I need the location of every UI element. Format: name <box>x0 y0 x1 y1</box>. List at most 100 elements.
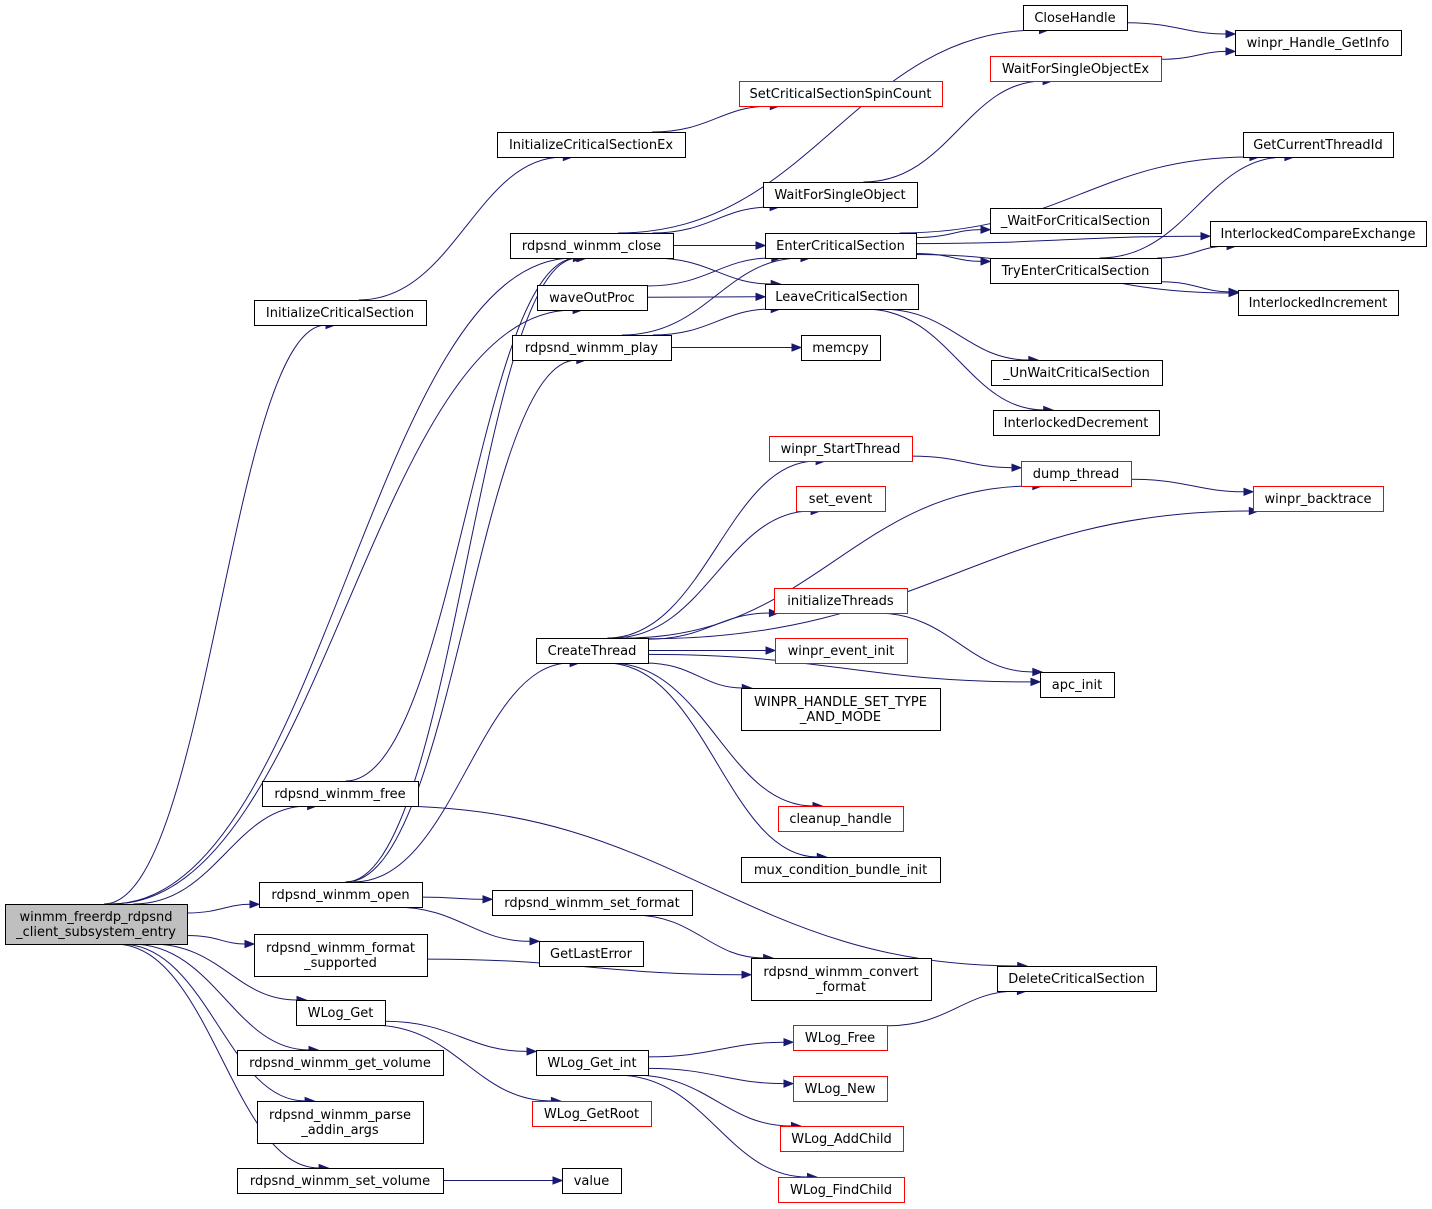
node-label: cleanup_handle <box>789 812 891 827</box>
node-label: dump_thread <box>1033 467 1120 482</box>
edge-winmmClose-to-leaveCS <box>652 257 782 289</box>
node-setEvent[interactable]: set_event <box>796 486 886 512</box>
node-initCS[interactable]: InitializeCriticalSection <box>254 300 427 326</box>
node-label: TryEnterCriticalSection <box>1001 264 1150 279</box>
node-label: InterlockedDecrement <box>1004 416 1149 431</box>
node-cleanupHandle[interactable]: cleanup_handle <box>778 806 904 832</box>
node-value[interactable]: value <box>562 1168 622 1194</box>
node-label: WLog_Get <box>308 1006 374 1021</box>
node-label: WLog_New <box>805 1082 876 1097</box>
call-edges <box>103 22 1296 1185</box>
node-label: rdpsnd_winmm_close <box>522 239 661 254</box>
call-nodes: winmm_freerdp_rdpsnd_client_subsystem_en… <box>5 5 1427 1203</box>
edge-root-to-initCS <box>103 320 337 905</box>
edge-createThread-to-backtrace <box>647 506 1260 640</box>
node-tryEnterCS[interactable]: TryEnterCriticalSection <box>990 258 1162 284</box>
node-interInc[interactable]: InterlockedIncrement <box>1238 290 1399 316</box>
node-wlogFree[interactable]: WLog_Free <box>793 1025 888 1051</box>
node-deleteCS[interactable]: DeleteCriticalSection <box>997 966 1157 992</box>
node-label: winpr_event_init <box>788 644 895 659</box>
edge-setVolume-to-value <box>442 1176 564 1185</box>
node-label: WaitForSingleObject <box>774 188 905 203</box>
node-label: InitializeCriticalSectionEx <box>509 138 673 153</box>
node-label: rdpsnd_winmm_open <box>271 888 409 903</box>
node-wlogGetInt[interactable]: WLog_Get_int <box>536 1050 649 1076</box>
node-waitSingleEx[interactable]: WaitForSingleObjectEx <box>990 56 1162 82</box>
node-winmmPlay[interactable]: rdpsnd_winmm_play <box>512 335 672 361</box>
node-startThread[interactable]: winpr_StartThread <box>769 436 913 462</box>
node-label: InterlockedCompareExchange <box>1220 227 1415 242</box>
node-setFormat[interactable]: rdpsnd_winmm_set_format <box>492 890 693 916</box>
node-winmmFree[interactable]: rdpsnd_winmm_free <box>262 781 419 807</box>
edge-winmmClose-to-waitSingle <box>652 202 781 234</box>
node-initCSEx[interactable]: InitializeCriticalSectionEx <box>497 132 686 158</box>
node-wlogGetRoot[interactable]: WLog_GetRoot <box>532 1101 652 1127</box>
node-label: _format <box>815 980 866 995</box>
edge-enterCS-to-waitCS <box>915 225 992 238</box>
edge-winmmOpen-to-createThread <box>353 658 581 883</box>
node-label: WLog_AddChild <box>791 1132 892 1147</box>
node-root[interactable]: winmm_freerdp_rdpsnd_client_subsystem_en… <box>5 904 188 945</box>
node-unwaitCS[interactable]: _UnWaitCriticalSection <box>991 360 1163 386</box>
node-winmmClose[interactable]: rdpsnd_winmm_close <box>510 233 674 259</box>
edge-wlogGetInt-to-wlogNew <box>647 1067 795 1088</box>
edge-wlogGetInt-to-wlogFree <box>647 1037 795 1058</box>
node-memcpy[interactable]: memcpy <box>801 335 881 361</box>
node-label: GetLastError <box>550 947 633 962</box>
node-label: EnterCriticalSection <box>776 239 905 254</box>
node-label: CreateThread <box>548 644 637 659</box>
node-apcInit[interactable]: apc_init <box>1040 672 1115 698</box>
node-wlogNew[interactable]: WLog_New <box>793 1076 888 1102</box>
node-convertFormat[interactable]: rdpsnd_winmm_convert_format <box>751 958 932 1001</box>
edge-waveOutProc-to-leaveCS <box>646 292 767 302</box>
node-winmmOpen[interactable]: rdpsnd_winmm_open <box>259 882 423 908</box>
edge-enterCS-to-cmpXchg <box>915 231 1212 245</box>
node-waveOutProc[interactable]: waveOutProc <box>537 285 648 311</box>
node-wlogFindChild[interactable]: WLog_FindChild <box>778 1177 905 1203</box>
node-parseArgs[interactable]: rdpsnd_winmm_parse_addin_args <box>257 1101 424 1144</box>
node-closeHandle[interactable]: CloseHandle <box>1023 5 1128 31</box>
node-label: WaitForSingleObjectEx <box>1002 62 1150 77</box>
node-formatSupported[interactable]: rdpsnd_winmm_format_supported <box>254 934 428 977</box>
node-eventInit[interactable]: winpr_event_init <box>775 638 908 664</box>
node-label: _AND_MODE <box>799 710 881 725</box>
node-label: LeaveCriticalSection <box>775 290 907 305</box>
edge-createThread-to-setTypeMode <box>645 662 753 693</box>
node-backtrace[interactable]: winpr_backtrace <box>1253 486 1384 512</box>
node-label: WLog_GetRoot <box>544 1107 639 1122</box>
node-getVolume[interactable]: rdpsnd_winmm_get_volume <box>237 1050 444 1076</box>
node-label: rdpsnd_winmm_set_volume <box>250 1174 430 1189</box>
node-leaveCS[interactable]: LeaveCriticalSection <box>765 284 919 310</box>
node-initThreads[interactable]: initializeThreads <box>774 588 908 614</box>
node-setSpin[interactable]: SetCriticalSectionSpinCount <box>739 81 943 107</box>
node-getLastError[interactable]: GetLastError <box>539 941 644 967</box>
node-label: WLog_Free <box>805 1031 875 1046</box>
node-muxInit[interactable]: mux_condition_bundle_init <box>741 857 941 883</box>
edge-winmmFree-to-deleteCS <box>389 805 1029 971</box>
edge-setFormat-to-convertFormat <box>632 914 774 963</box>
node-label: WLog_Get_int <box>547 1056 636 1071</box>
node-createThread[interactable]: CreateThread <box>536 638 649 664</box>
node-handleGetInfo[interactable]: winpr_Handle_GetInfo <box>1235 30 1402 56</box>
node-label: _client_subsystem_entry <box>15 925 176 940</box>
edge-waitSingleEx-to-handleGetInfo <box>1160 47 1237 60</box>
node-enterCS[interactable]: EnterCriticalSection <box>765 233 917 259</box>
node-label: InterlockedIncrement <box>1249 296 1388 311</box>
node-wlogAddChild[interactable]: WLog_AddChild <box>780 1126 904 1152</box>
edge-winmmPlay-to-memcpy <box>671 343 803 352</box>
node-waitSingle[interactable]: WaitForSingleObject <box>763 182 918 208</box>
node-wlogGet[interactable]: WLog_Get <box>296 1000 386 1026</box>
node-cmpXchg[interactable]: InterlockedCompareExchange <box>1210 221 1427 247</box>
edge-enterCS-to-tryEnterCS <box>915 253 992 266</box>
edge-root-to-waveOutProc <box>111 305 584 905</box>
node-label: waveOutProc <box>549 291 635 306</box>
node-dumpThread[interactable]: dump_thread <box>1021 461 1132 487</box>
node-setVolume[interactable]: rdpsnd_winmm_set_volume <box>237 1168 444 1194</box>
node-label: rdpsnd_winmm_parse <box>269 1108 411 1123</box>
node-setTypeMode[interactable]: WINPR_HANDLE_SET_TYPE_AND_MODE <box>741 688 941 731</box>
edge-createThread-to-eventInit <box>648 646 777 655</box>
node-interDec[interactable]: InterlockedDecrement <box>993 410 1160 436</box>
node-getThreadId[interactable]: GetCurrentThreadId <box>1243 132 1394 158</box>
node-waitCS[interactable]: _WaitForCriticalSection <box>990 208 1162 234</box>
